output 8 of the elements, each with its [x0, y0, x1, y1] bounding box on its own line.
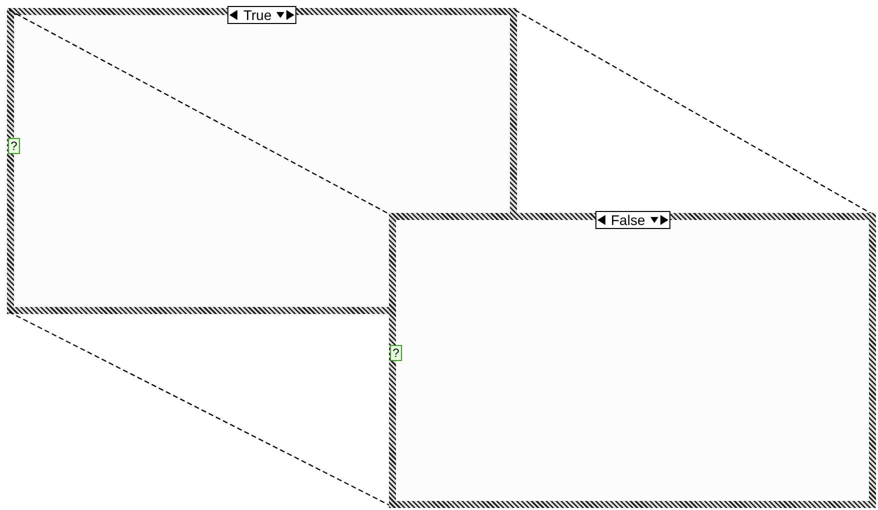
selector-terminal: ? [390, 345, 402, 361]
case-label: False [610, 212, 646, 228]
dashed-projection-line [8, 311, 392, 507]
dashed-projection-line [514, 9, 874, 216]
case-structure-frame [7, 8, 517, 314]
selector-terminal: ? [8, 138, 20, 154]
case-label: True [242, 7, 273, 23]
case-structure-frame [389, 213, 876, 508]
